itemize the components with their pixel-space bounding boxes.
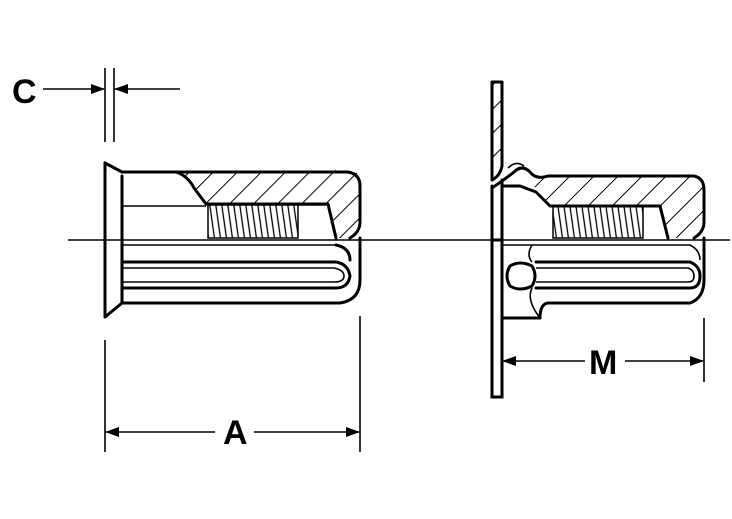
dimension-m-label: M [589,344,617,382]
dimension-c: C [12,68,180,142]
right-lower-outline [500,236,706,320]
workpiece-sheet-upper [490,80,504,182]
dimension-a: A [104,316,361,452]
dimension-m: M [502,318,705,382]
left-threads [207,204,299,239]
workpiece-sheet-lower [490,238,504,399]
left-lower-outline [120,236,362,305]
uninstalled-rivet-nut [103,161,362,319]
dimension-a-label: A [223,414,248,452]
right-body-section [530,176,704,238]
installed-rivet-nut [490,80,706,399]
left-flange [103,161,124,319]
dimension-c-label: C [12,73,37,111]
right-threads [552,205,644,239]
left-body-outline [103,161,362,240]
